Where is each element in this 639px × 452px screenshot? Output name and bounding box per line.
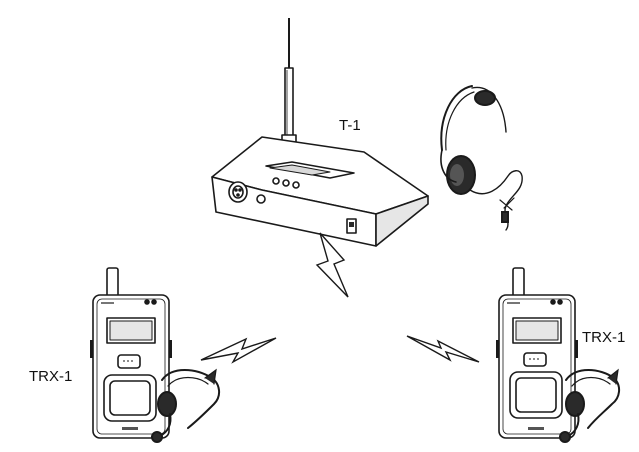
transmitter-t1: [211, 18, 429, 247]
transmitter-knob: [256, 194, 266, 204]
transmitter-side-face: [375, 195, 429, 247]
transceiver-right: [496, 267, 578, 439]
transmitter-button: [282, 179, 290, 187]
antenna-icon: [512, 267, 525, 299]
headset-icon: [440, 85, 523, 231]
xlr-jack-icon: [228, 181, 248, 203]
label-transceiver-right: TRX-1: [582, 329, 626, 346]
antenna-icon: [281, 18, 297, 144]
lightning-bolt-center: [315, 232, 349, 298]
transmitter-button: [292, 181, 300, 189]
lightning-icon: [200, 232, 480, 364]
transceiver-left: [90, 267, 172, 439]
label-transceiver-left: TRX-1: [29, 368, 73, 385]
headset-icon: [151, 368, 220, 443]
antenna-icon: [106, 267, 119, 299]
lightning-bolt-left: [200, 337, 277, 364]
lightning-bolt-right: [406, 335, 480, 363]
transmitter-button: [272, 177, 280, 185]
headset-icon: [559, 368, 620, 443]
label-transmitter: T-1: [339, 117, 361, 134]
